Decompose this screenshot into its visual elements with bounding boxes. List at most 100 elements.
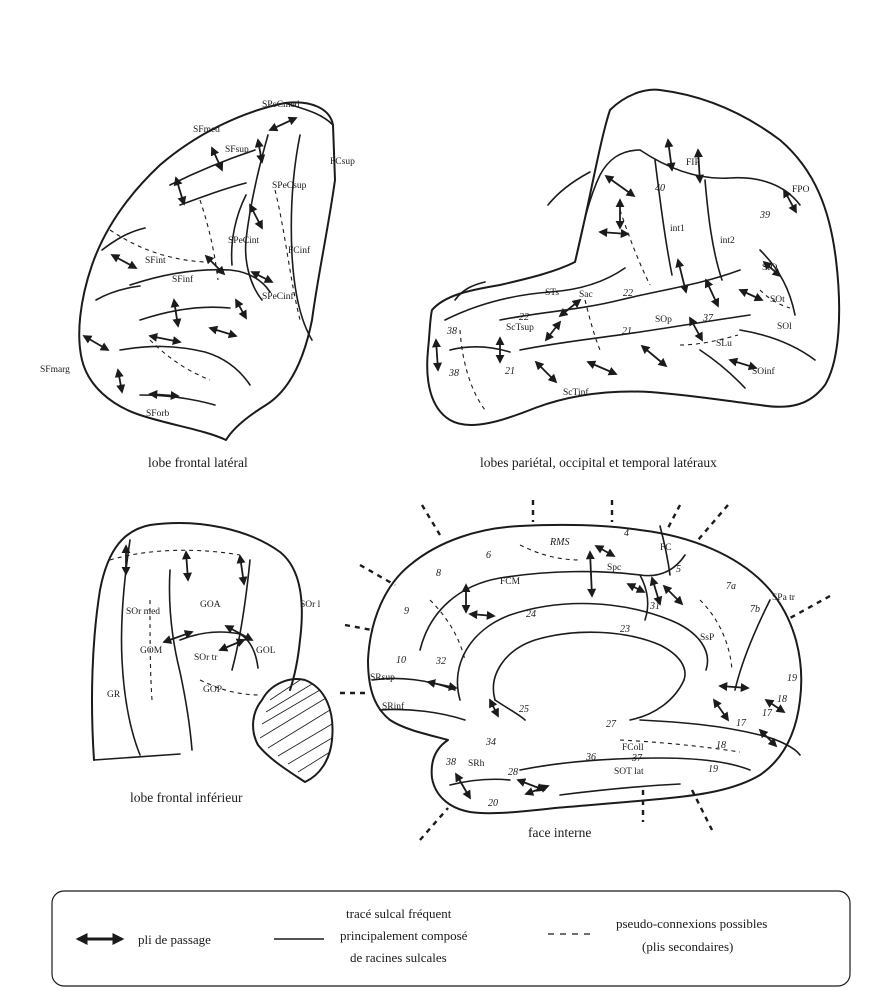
label-int2: int2	[720, 236, 735, 246]
sf-sup-branch	[180, 183, 246, 205]
pli-arrow	[760, 730, 776, 746]
pli-arrow	[240, 556, 244, 584]
label-GOA: GOA	[200, 600, 221, 610]
legend-trace-line-1: tracé sulcal fréquent	[346, 906, 452, 921]
pli-arrow	[150, 336, 180, 342]
superior-frontal-sulcus	[170, 150, 255, 185]
panel-lateral-lobes: FIP FPO 40 int1 int2 39 SIO STs Sac 22 S…	[427, 90, 839, 470]
label-FPO: FPO	[792, 185, 810, 195]
inferior-frontal-outline	[92, 523, 302, 760]
label-Sac: Sac	[579, 290, 593, 300]
caption-frontal-lateral: lobe frontal latéral	[148, 455, 248, 470]
radial-dash	[422, 505, 440, 535]
label-38: 38	[445, 757, 456, 768]
pli-arrow	[176, 178, 184, 204]
label-38-lower: 38	[448, 368, 459, 379]
label-GOM: GOM	[140, 646, 163, 656]
label-24: 24	[526, 609, 536, 620]
label-19-upper: 19	[787, 673, 797, 684]
radial-dash	[420, 808, 448, 840]
label-8: 8	[436, 568, 441, 579]
pli-arrow	[270, 118, 296, 130]
pli-arrow	[606, 176, 634, 196]
medial-outline	[368, 525, 801, 813]
label-SFint: SFint	[145, 256, 166, 266]
pli-arrow	[212, 148, 222, 170]
label-21-lower: 21	[505, 366, 515, 377]
label-GOL: GOL	[256, 646, 276, 656]
label-FCsup: FCsup	[330, 157, 355, 167]
label-GR: GR	[107, 690, 121, 700]
label-17-right: 17	[762, 708, 773, 719]
label-GOP: GOP	[203, 685, 222, 695]
olfactory-sulcus	[121, 540, 140, 755]
label-SOr-l: SOr l	[300, 600, 321, 610]
label-22-upper: 22	[623, 288, 633, 299]
label-SIO: SIO	[762, 263, 777, 273]
label-5: 5	[676, 564, 681, 575]
label-32: 32	[435, 656, 446, 667]
label-34: 34	[485, 737, 496, 748]
label-SForb: SForb	[146, 409, 169, 419]
frontal-dash-2	[200, 200, 218, 280]
pli-arrow	[112, 255, 136, 268]
lateral-dash-2	[620, 210, 650, 285]
label-SsP: SsP	[700, 633, 714, 643]
pli-arrow	[428, 682, 456, 688]
label-ScTsup: ScTsup	[506, 323, 534, 333]
callosal-inner	[493, 632, 685, 700]
splenium	[630, 680, 684, 720]
label-7a: 7a	[726, 581, 736, 592]
label-SPeCint: SPeCint	[228, 236, 260, 246]
SOr-l-sulcus	[232, 560, 250, 670]
pli-arrow	[470, 614, 494, 616]
label-FIP: FIP	[686, 158, 700, 168]
pli-arrow	[664, 586, 682, 604]
panel-face-interne: RMS 4 FC 6 Spc 5 8 FCM 7a 31 SPa tr 9 24…	[340, 500, 830, 840]
legend-pli-label: pli de passage	[138, 932, 211, 947]
label-SRsup: SRsup	[370, 673, 395, 683]
caption-frontal-inferieur: lobe frontal inférieur	[130, 790, 243, 805]
inf-dash-1	[110, 550, 240, 560]
label-FCinf: FCinf	[288, 245, 311, 256]
label-7b: 7b	[750, 604, 760, 615]
parietal-ridge	[548, 172, 590, 205]
label-SOr-tr: SOr tr	[194, 653, 218, 663]
label-25: 25	[519, 704, 529, 715]
label-18-lower: 18	[716, 740, 726, 751]
label-10: 10	[396, 655, 406, 666]
label-31: 31	[649, 601, 660, 612]
pli-arrow	[546, 322, 560, 340]
pli-arrow	[84, 336, 108, 350]
label-19-lower: 19	[708, 764, 718, 775]
label-9: 9	[404, 606, 409, 617]
panel-frontal-inferieur: SOr med GOA SOr l GOM SOr tr GOL GR GOP …	[92, 523, 333, 805]
label-40: 40	[655, 183, 665, 194]
label-SFinf: SFinf	[172, 274, 194, 285]
lateral-outline	[427, 90, 839, 425]
int2	[705, 180, 722, 280]
legend-pseudo-line-2: (plis secondaires)	[642, 939, 733, 954]
label-39: 39	[759, 210, 770, 221]
pli-arrow	[600, 232, 628, 234]
legend-trace-line-2: principalement composé	[340, 928, 468, 943]
label-37: 37	[702, 313, 714, 324]
label-ScTinf: ScTinf	[563, 387, 589, 398]
occipito-temporal-lateral	[560, 784, 680, 795]
label-FC: FC	[660, 543, 672, 553]
int1	[655, 160, 672, 275]
radial-dash	[790, 596, 830, 618]
label-18-upper: 18	[777, 694, 787, 705]
pli-arrow	[186, 552, 188, 580]
orbital-ridge	[120, 346, 250, 385]
radial-dash	[692, 790, 712, 830]
label-SOinf: SOinf	[752, 366, 776, 377]
label-38-upper: 38	[446, 326, 457, 337]
radial-dash	[698, 505, 728, 540]
radial-dash	[360, 565, 395, 585]
label-21-upper: 21	[622, 326, 632, 337]
label-SFmed: SFmed	[193, 125, 220, 135]
pli-arrow	[220, 640, 244, 650]
sf-inf-lower	[140, 307, 230, 320]
